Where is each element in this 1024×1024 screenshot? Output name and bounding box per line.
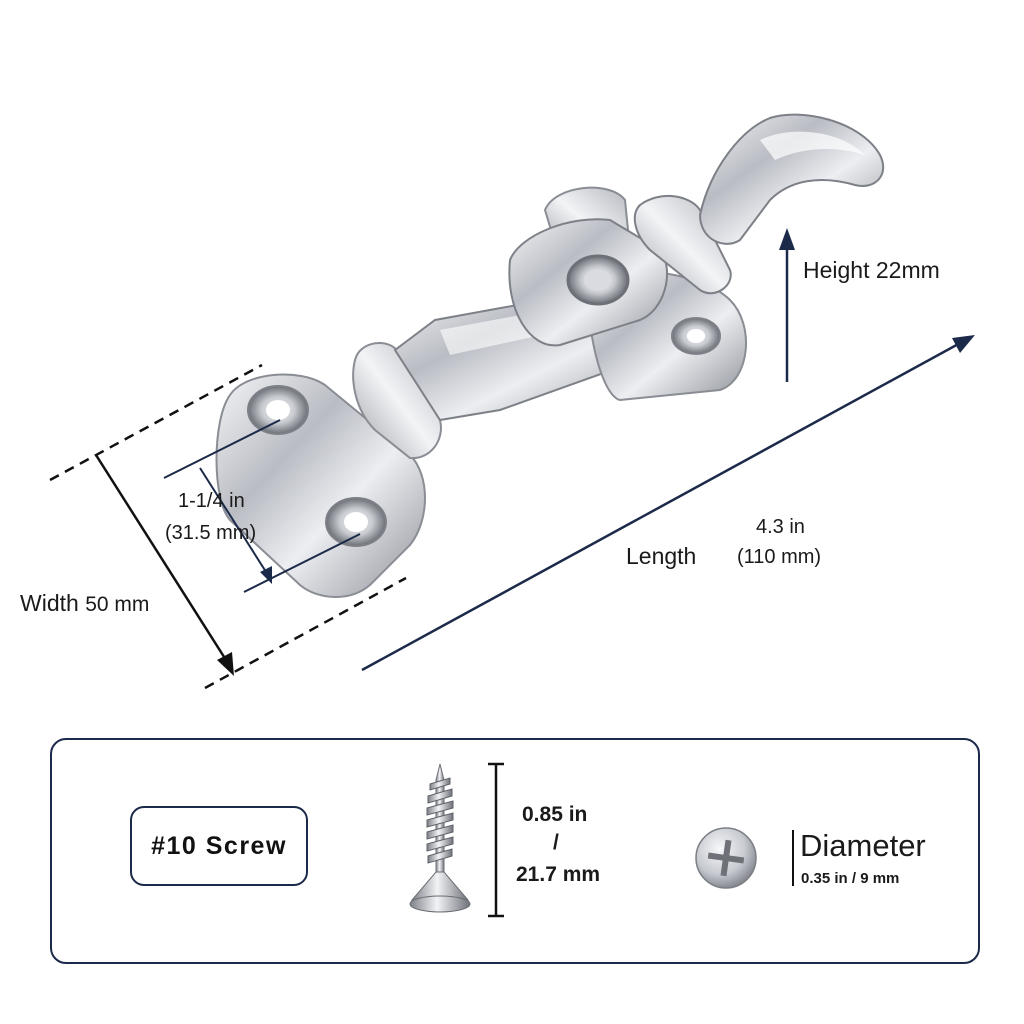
screw-icon	[409, 763, 471, 913]
width-guide-top	[49, 363, 263, 482]
length-in-label: 4.3 in	[756, 516, 805, 538]
length-label: Length	[626, 543, 697, 569]
screw-length-in: 0.85 in	[522, 803, 588, 826]
screw-badge-text: #10 Screw	[151, 831, 287, 860]
hinge-knuckle	[352, 341, 442, 460]
width-label-text: Width	[20, 590, 79, 616]
height-arrow-head	[779, 228, 795, 250]
screw-info-panel	[50, 738, 980, 964]
screw-length-mm: 21.7 mm	[516, 863, 601, 886]
diameter-divider	[792, 830, 794, 886]
latch-illustration	[49, 113, 975, 690]
height-label: Height 22mm	[803, 257, 940, 283]
lever-arm	[633, 194, 732, 295]
length-arrow-head	[952, 335, 975, 353]
width-guide-bottom	[204, 576, 407, 690]
width-arrow-head	[217, 652, 234, 676]
length-mm-label: (110 mm)	[737, 546, 822, 568]
screw-badge: #10 Screw	[130, 806, 308, 886]
width-arrow-line	[94, 454, 228, 661]
hole-spacing-mm-label: (31.5 mm)	[165, 522, 257, 544]
diameter-label: Diameter	[800, 828, 926, 863]
width-value: 50 mm	[85, 593, 150, 616]
hole-arrow-head	[260, 566, 272, 584]
hole-arrow-line	[199, 467, 269, 576]
phillips-head-icon	[695, 827, 757, 889]
diameter-value: 0.35 in / 9 mm	[801, 870, 900, 887]
length-arrow-line	[361, 340, 963, 672]
hole-spacing-in-label: 1-1/4 in	[178, 490, 245, 512]
hole-guide-top	[163, 419, 281, 479]
hole-guide-bottom	[243, 533, 361, 593]
width-label: Width 50 mm	[20, 590, 149, 617]
screw-length-bracket	[488, 762, 504, 918]
screw-length-slash: /	[553, 831, 559, 854]
